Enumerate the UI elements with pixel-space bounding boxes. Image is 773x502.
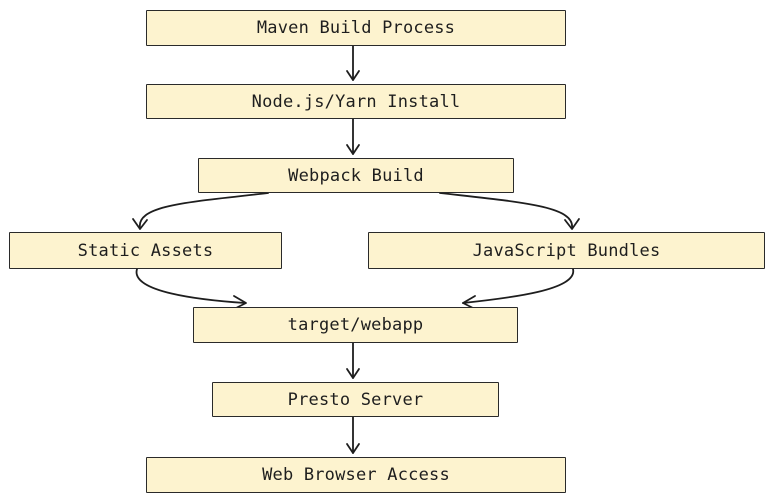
edge-node-yarn-to-webpack <box>346 118 360 155</box>
node-web-browser-access: Web Browser Access <box>146 457 566 493</box>
node-target-webapp: target/webapp <box>193 307 518 343</box>
edge-webpack-to-js-bundles <box>439 192 580 230</box>
edge-webpack-to-static-assets <box>132 192 269 230</box>
node-static-assets: Static Assets <box>9 232 282 269</box>
node-presto-server: Presto Server <box>212 382 499 417</box>
edge-presto-to-browser <box>346 416 360 454</box>
edge-static-assets-to-target <box>135 268 247 310</box>
node-javascript-bundles: JavaScript Bundles <box>368 232 765 269</box>
node-webpack-build: Webpack Build <box>198 158 514 193</box>
node-nodejs-yarn-install: Node.js/Yarn Install <box>146 84 566 119</box>
node-maven-build-process: Maven Build Process <box>146 10 566 46</box>
edge-maven-to-node-yarn <box>346 45 360 81</box>
edge-js-bundles-to-target <box>462 268 574 310</box>
edge-target-to-presto <box>346 342 360 379</box>
